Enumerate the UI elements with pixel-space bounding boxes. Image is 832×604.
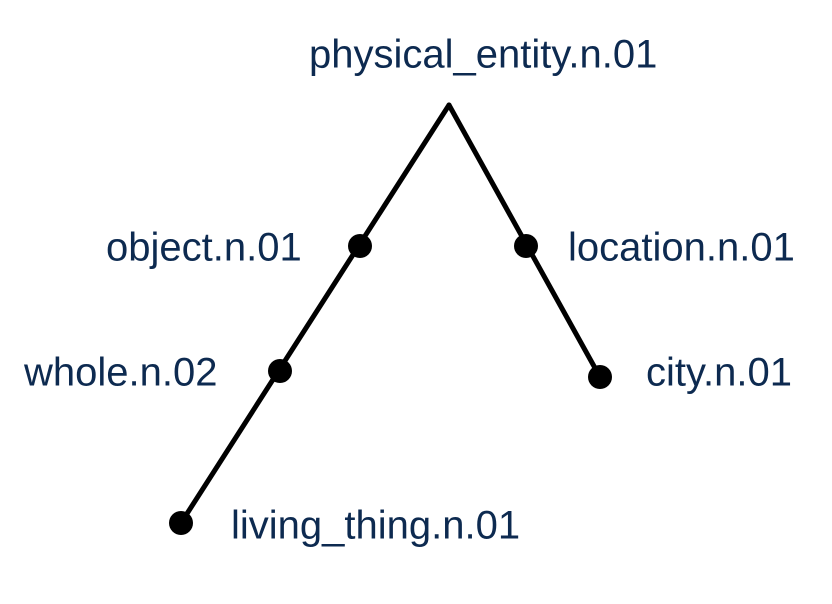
location-node-label: location.n.01	[568, 226, 795, 270]
location-node-dot	[514, 234, 538, 258]
object-node-label: object.n.01	[106, 226, 302, 270]
root-node-label: physical_entity.n.01	[309, 33, 657, 77]
living-thing-node-label: living_thing.n.01	[231, 504, 520, 548]
city-node-label: city.n.01	[646, 351, 792, 395]
whole-node-label: whole.n.02	[23, 351, 217, 395]
edge-root-to-living-thing	[178, 102, 452, 526]
whole-node-dot	[268, 359, 292, 383]
living-thing-node-dot	[169, 511, 193, 535]
object-node-dot	[348, 234, 372, 258]
city-node-dot	[588, 365, 612, 389]
